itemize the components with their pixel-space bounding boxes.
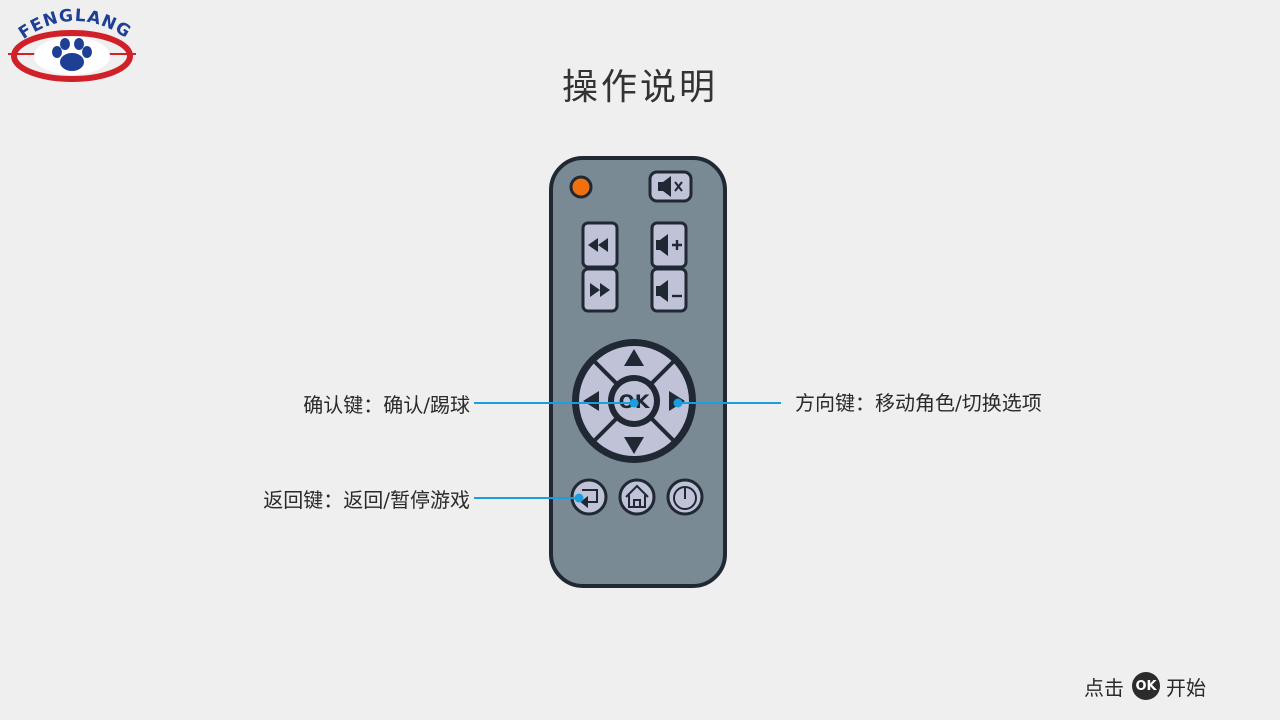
power-button[interactable]	[666, 478, 704, 516]
mute-icon	[658, 176, 683, 197]
dpad-up-button[interactable]	[624, 349, 644, 366]
start-hint-prefix: 点击	[1084, 675, 1124, 700]
mute-button[interactable]	[648, 170, 693, 203]
fast-forward-icon	[590, 283, 610, 297]
page-title: 操作说明	[561, 67, 718, 108]
paw-icon	[52, 38, 92, 71]
remote-control: OK	[548, 155, 728, 589]
back-icon	[580, 489, 598, 509]
confirm-key-label: 确认键：确认/踢球	[303, 393, 470, 417]
volume-up-button[interactable]	[650, 221, 688, 269]
direction-key-label: 方向键：移动角色/切换选项	[795, 391, 1042, 415]
power-icon	[673, 486, 697, 510]
home-button[interactable]	[618, 478, 656, 516]
ok-button-label: OK	[619, 391, 651, 413]
dpad-left-button[interactable]	[583, 391, 599, 411]
start-hint[interactable]: 点击 OK 开始	[1084, 670, 1206, 702]
ok-badge-icon: OK	[1132, 672, 1160, 700]
volume-up-icon	[656, 234, 682, 256]
back-key-label: 返回键：返回/暂停游戏	[263, 488, 470, 512]
dpad-down-button[interactable]	[624, 437, 644, 454]
volume-down-button[interactable]	[650, 267, 688, 313]
power-indicator-light	[569, 175, 593, 199]
rewind-icon	[588, 238, 608, 252]
dpad: OK	[572, 339, 696, 463]
back-button[interactable]	[570, 478, 608, 516]
start-hint-suffix: 开始	[1166, 675, 1206, 700]
volume-down-icon	[656, 280, 682, 302]
fast-forward-button[interactable]	[581, 267, 619, 313]
rewind-button[interactable]	[581, 221, 619, 269]
fenglang-logo: FENGLANG	[6, 8, 138, 86]
home-icon	[625, 484, 649, 508]
